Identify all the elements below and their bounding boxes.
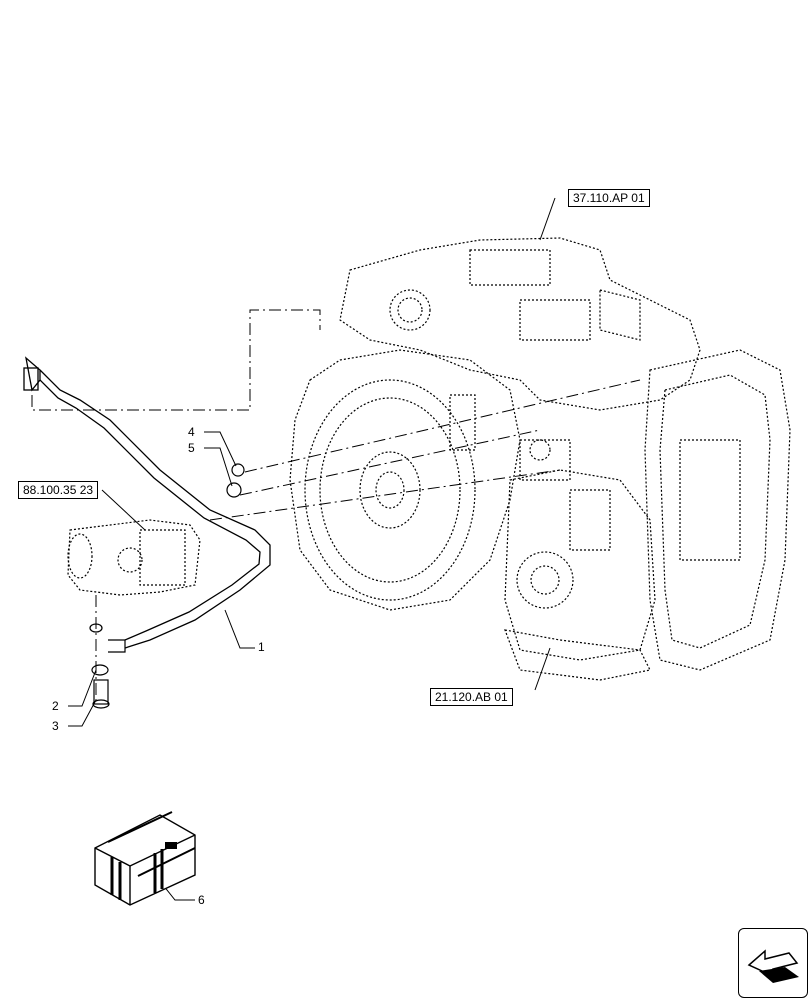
pump-assembly xyxy=(67,519,201,596)
pump-reference-label[interactable]: 88.100.35 23 xyxy=(18,481,99,499)
callout-2: 2 xyxy=(52,699,59,713)
kit-crate xyxy=(94,811,196,906)
housing-reference-label[interactable]: 21.120.AB 01 xyxy=(430,688,513,706)
callout-3: 3 xyxy=(52,719,59,733)
next-page-arrow-icon[interactable] xyxy=(738,928,808,998)
transmission-reference-label[interactable]: 37.110.AP 01 xyxy=(568,189,650,207)
callout-6: 6 xyxy=(198,893,205,907)
transmission-assembly xyxy=(289,237,791,681)
leader-lines xyxy=(31,309,641,700)
callout-leaders xyxy=(68,197,556,901)
callout-4: 4 xyxy=(188,425,195,439)
fittings xyxy=(89,463,245,709)
arrow-icon xyxy=(747,949,799,983)
callout-1: 1 xyxy=(258,640,265,654)
callout-5: 5 xyxy=(188,441,195,455)
hose-line xyxy=(23,356,271,649)
